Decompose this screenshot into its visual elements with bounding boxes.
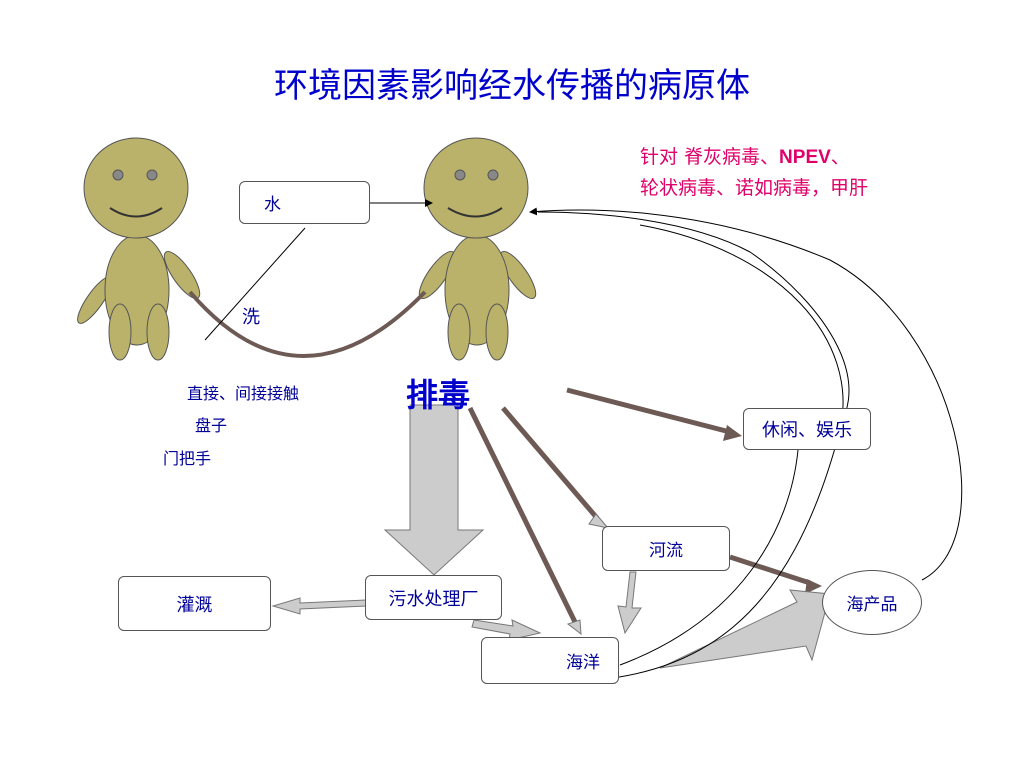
contact-label: 直接、间接接触 [187, 384, 300, 403]
arrow-sewage-to-irrigation [271, 597, 367, 615]
wash-label: 洗 [242, 307, 260, 328]
hand-contact-curve [188, 290, 427, 358]
arrow-sewage-to-ocean [471, 619, 542, 641]
brown-arrowheads [723, 425, 822, 594]
irrigation-label: 灌溉 [176, 594, 213, 616]
arrow-river-to-seafood [729, 554, 811, 586]
pathogen-note-line1: 针对 脊灰病毒、NPEV、 [640, 146, 850, 168]
curve-river-return [619, 449, 799, 666]
river-label: 河流 [649, 541, 683, 561]
pathogen-note: 针对 脊灰病毒、NPEV、 轮状病毒、诺如病毒，甲肝 [640, 142, 868, 203]
ocean-box: 海洋 [481, 637, 619, 684]
arrow-river-to-ocean [617, 571, 642, 635]
sewage-plant-box: 污水处理厂 [365, 575, 502, 620]
water-label: 水 [264, 195, 281, 215]
curve-leisure-return [537, 211, 850, 449]
seafood-label: 海产品 [846, 595, 898, 615]
arrow-to-river [501, 406, 599, 520]
pathogen-note-line2: 轮状病毒、诺如病毒，甲肝 [640, 177, 869, 199]
doorknob-label: 门把手 [163, 449, 212, 468]
grey-arrowheads [566, 513, 610, 636]
arrow-ocean-to-seafood [659, 589, 831, 669]
left-person-figure [77, 137, 201, 361]
irrigation-box: 灌溉 [118, 576, 271, 631]
leisure-label: 休闲、娱乐 [762, 420, 852, 441]
brown-arrows [467, 387, 811, 624]
arrow-to-ocean [467, 406, 578, 624]
ocean-label: 海洋 [566, 653, 600, 673]
curve-seafood-return [529, 207, 963, 581]
river-box: 河流 [602, 526, 730, 571]
water-box: 水 [239, 181, 370, 224]
wash-callout-line [204, 227, 306, 341]
big-down-arrow [383, 404, 485, 576]
excrete-label: 排毒 [406, 376, 471, 414]
right-person-figure [418, 137, 537, 361]
arrow-to-leisure [566, 387, 731, 435]
plate-label: 盘子 [195, 416, 228, 435]
sewage-plant-label: 污水处理厂 [388, 588, 479, 610]
seafood-ellipse: 海产品 [822, 570, 922, 635]
page-title: 环境因素影响经水传播的病原体 [274, 66, 750, 106]
leisure-box: 休闲、娱乐 [743, 408, 871, 450]
